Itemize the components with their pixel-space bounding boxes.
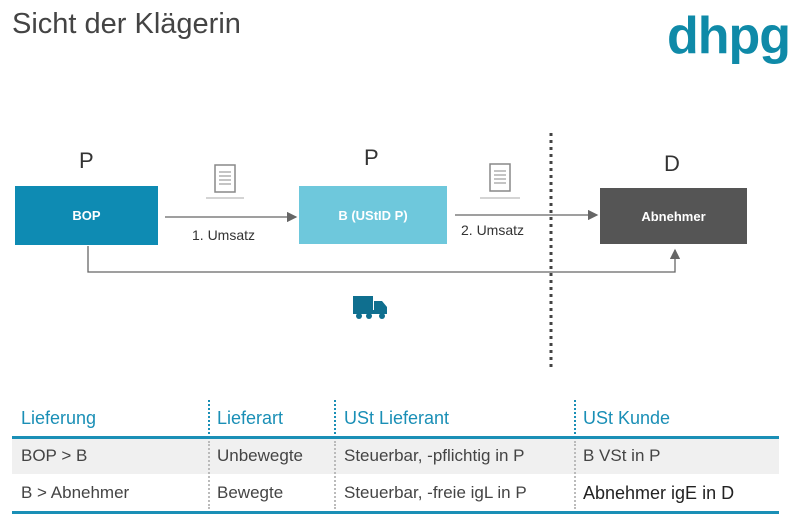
column-separator bbox=[208, 400, 210, 434]
table-cell: B VSt in P bbox=[583, 446, 661, 465]
country-label-right: D bbox=[664, 151, 680, 176]
table-row bbox=[12, 439, 779, 474]
bop-box: BOP bbox=[15, 186, 158, 245]
country-label-left: P bbox=[79, 148, 94, 173]
column-separator bbox=[208, 441, 210, 509]
table-cell: Unbewegte bbox=[217, 446, 304, 465]
abnehmer-box: Abnehmer bbox=[600, 188, 747, 244]
document-icon-1 bbox=[206, 164, 244, 199]
dhpg-logo: dhpg bbox=[667, 7, 791, 65]
col-header-ust-kunde: USt Kunde bbox=[583, 408, 671, 428]
header-underline bbox=[12, 436, 779, 439]
edge-label-umsatz-1: 1. Umsatz bbox=[192, 227, 256, 243]
table-row bbox=[12, 474, 779, 511]
transport-path-line bbox=[87, 246, 681, 273]
col-header-ust-lieferant: USt Lieferant bbox=[344, 408, 450, 428]
table-cell: B > Abnehmer bbox=[21, 483, 130, 502]
column-separator bbox=[334, 441, 336, 509]
table-cell: BOP > B bbox=[21, 446, 88, 465]
table-cell: Steuerbar, -freie igL in P bbox=[344, 483, 527, 502]
table-cell: Steuerbar, -pflichtig in P bbox=[344, 446, 525, 465]
slide-title: Sicht der Klägerin bbox=[12, 8, 241, 40]
table-cell: Abnehmer igE in D bbox=[583, 483, 735, 503]
document-icon-2 bbox=[480, 163, 520, 199]
edge-label-umsatz-2: 2. Umsatz bbox=[461, 222, 525, 238]
col-header-lieferung: Lieferung bbox=[21, 408, 97, 428]
column-separator bbox=[574, 441, 576, 509]
column-separator bbox=[334, 400, 336, 434]
column-separator bbox=[574, 400, 576, 434]
b-ustid-p-box: B (UStID P) bbox=[299, 186, 447, 244]
country-label-middle: P bbox=[364, 145, 379, 170]
truck-icon bbox=[353, 296, 387, 319]
table-bottom-border bbox=[12, 511, 779, 514]
table-cell: Bewegte bbox=[217, 483, 284, 502]
col-header-lieferart: Lieferart bbox=[217, 408, 284, 428]
